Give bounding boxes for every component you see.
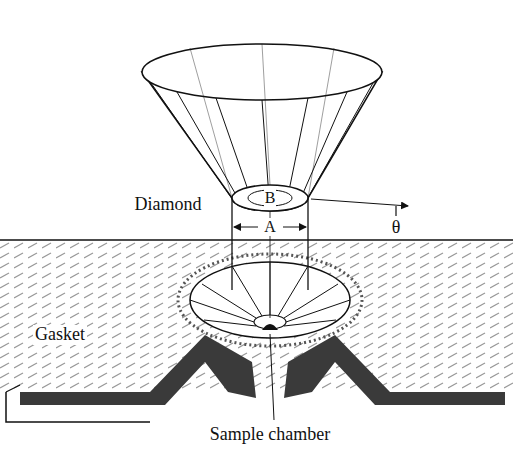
dimension-label: A xyxy=(262,218,278,236)
callout-letter: B xyxy=(264,189,277,207)
part-label: Sample chamber xyxy=(208,425,332,445)
part-label: Gasket xyxy=(33,325,87,345)
angle-symbol: θ xyxy=(390,218,403,238)
part-label: Diamond xyxy=(133,195,204,215)
